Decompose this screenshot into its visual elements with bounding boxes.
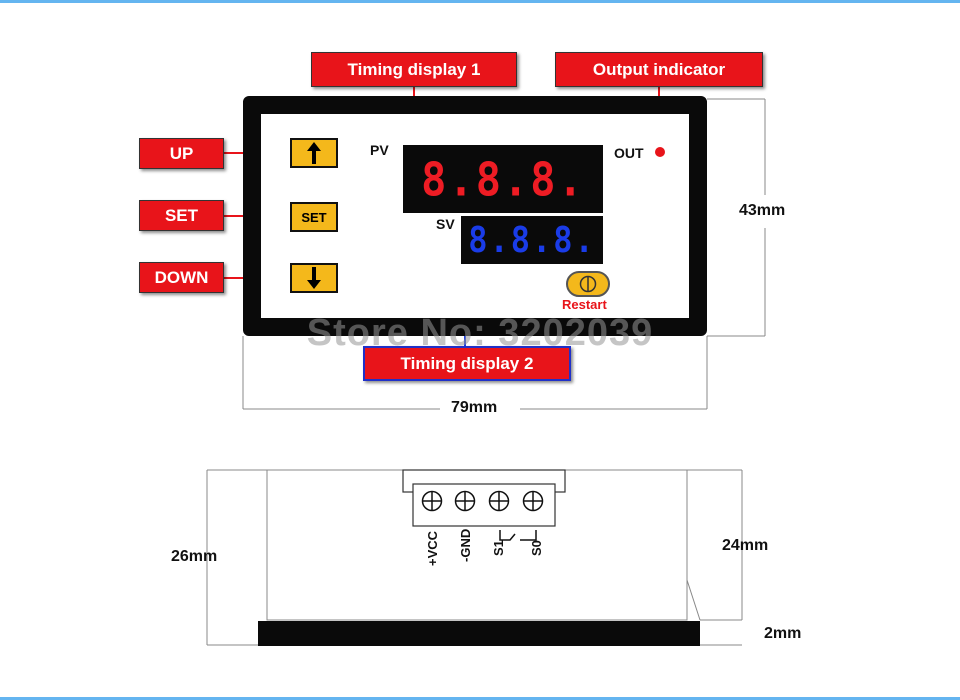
top-border (0, 0, 960, 3)
terminal-label-gnd: -GND (458, 528, 473, 562)
terminal-label-s0: S0 (529, 540, 544, 556)
dimension-height: 43mm (739, 202, 786, 219)
restart-label: Restart (562, 297, 607, 312)
callout-timing-display-2: Timing display 2 (363, 346, 571, 381)
out-label: OUT (614, 145, 644, 161)
callout-timing-display-1: Timing display 1 (311, 52, 517, 87)
callout-output-indicator: Output indicator (555, 52, 763, 87)
sv-label: SV (436, 216, 455, 232)
dimension-width: 79mm (451, 399, 498, 416)
restart-knob-icon (579, 275, 597, 293)
pv-display: 8.8.8. (403, 145, 603, 213)
screw-terminal-icon (454, 490, 476, 512)
bottom-border (0, 697, 960, 700)
pv-digits: 8.8.8. (421, 152, 585, 206)
watermark: Store No: 3202039 (306, 312, 654, 354)
set-key-label: SET (301, 209, 327, 225)
down-key[interactable] (290, 263, 338, 293)
dimension-depth-body: 24mm (722, 537, 769, 554)
dimension-depth-base: 2mm (764, 625, 802, 642)
pv-label: PV (370, 142, 389, 158)
callout-down: DOWN (139, 262, 224, 293)
terminal-label-vcc: +VCC (425, 530, 440, 566)
restart-knob[interactable] (566, 271, 610, 297)
down-arrow-icon (307, 267, 321, 289)
dimension-depth-total: 26mm (171, 548, 218, 565)
terminal-label-s1: S1 (491, 540, 506, 556)
set-key[interactable]: SET (290, 202, 338, 232)
up-arrow-icon (307, 142, 321, 164)
screw-terminal-icon (522, 490, 544, 512)
screw-terminal-icon (421, 490, 443, 512)
up-key[interactable] (290, 138, 338, 168)
callout-up: UP (139, 138, 224, 169)
sv-digits: 8.8.8. (468, 219, 596, 261)
sv-display: 8.8.8. (461, 216, 603, 264)
screw-terminal-icon (488, 490, 510, 512)
out-indicator-led (655, 147, 665, 157)
callout-set: SET (139, 200, 224, 231)
